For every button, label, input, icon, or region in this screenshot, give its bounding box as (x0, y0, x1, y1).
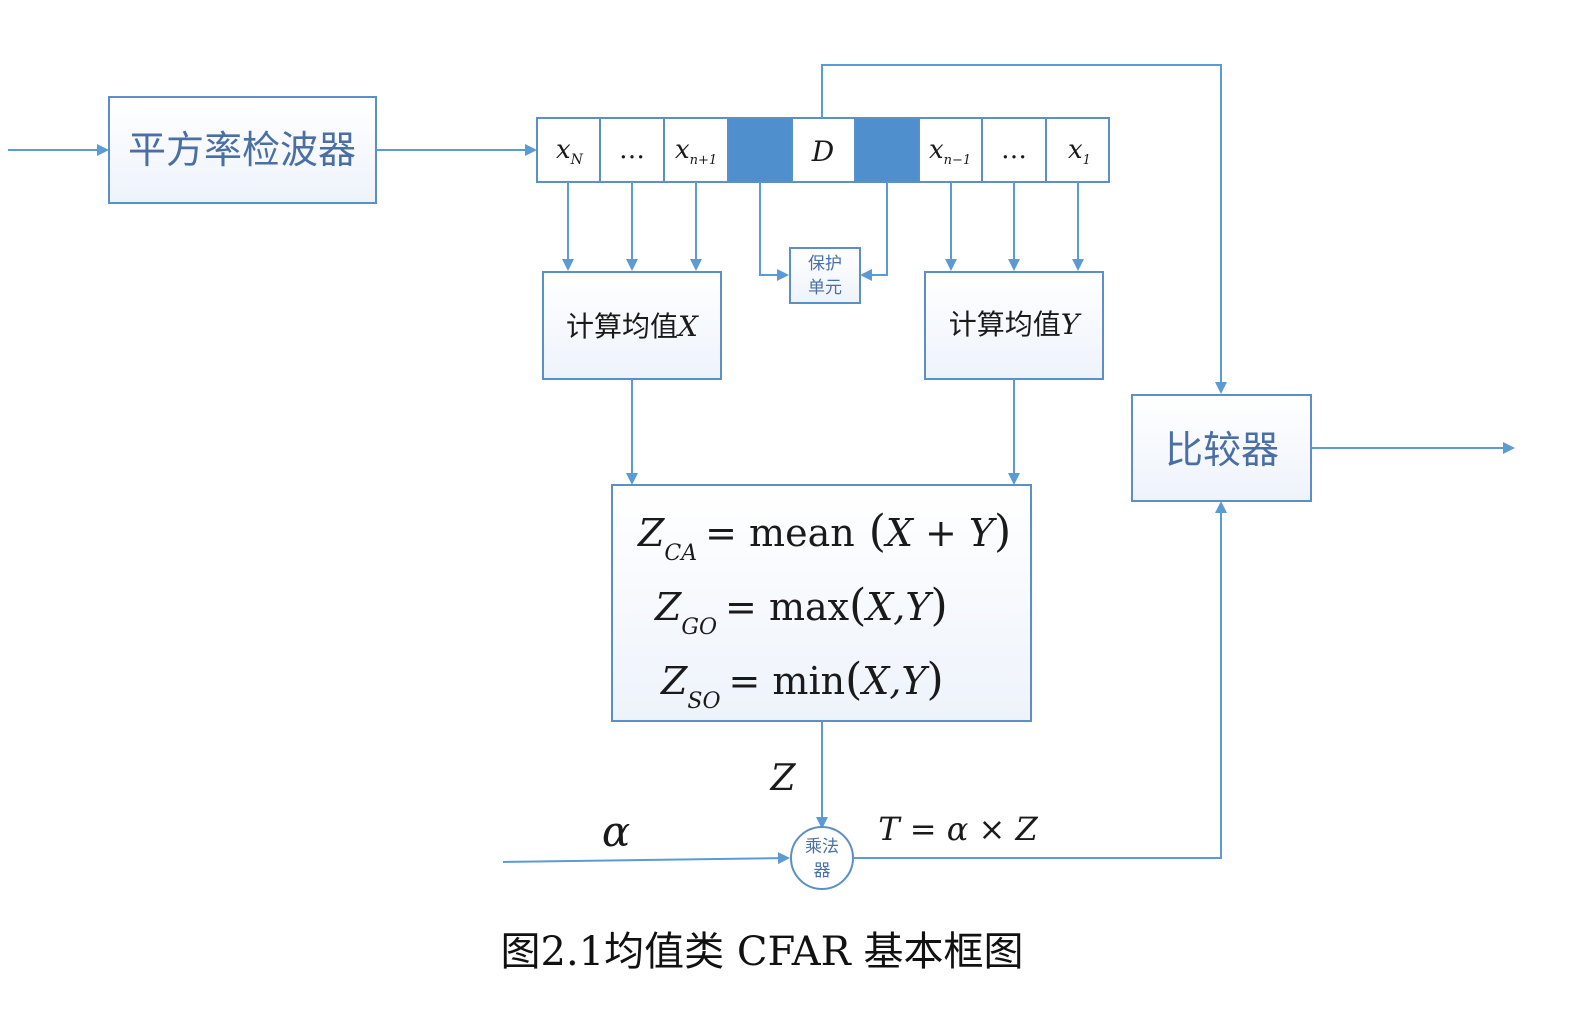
guard-right-arrow (860, 182, 888, 281)
threshold-formula-box: ZCA= mean (X + Y) ZGO= max(X,Y) ZSO= min… (611, 484, 1032, 722)
guard-label-line2: 单元 (808, 278, 842, 298)
z-label: Z (769, 758, 796, 799)
multiplier-label-line1: 乘法 (805, 837, 839, 857)
guard-cell-box: 保护 单元 (789, 247, 861, 304)
multiplier-label-line2: 器 (814, 861, 831, 881)
mean-x-box: 计算均值X (542, 271, 722, 380)
guard-left-arrow (759, 182, 789, 281)
mean-y-box: 计算均值Y (924, 271, 1104, 380)
cell-under-test-label: D (811, 135, 834, 168)
detector-label: 平方率检波器 (128, 128, 356, 172)
cell-xn1-left (663, 117, 729, 183)
guard-cell-right (854, 117, 920, 183)
mean-y-label: 计算均值Y (949, 308, 1082, 341)
guard-label-line1: 保护 (808, 254, 842, 274)
cell-x1-label: x1 (1068, 135, 1091, 168)
alpha-label: α (602, 807, 630, 856)
alpha-input-arrow (502, 852, 790, 865)
comparator-label: 比较器 (1165, 428, 1279, 472)
formula-so: ZSO= min(X,Y) (660, 654, 944, 714)
threshold-to-comparator-arrow (853, 501, 1227, 859)
formula-ca: ZCA= mean (X + Y) (637, 506, 1011, 566)
threshold-label: T = α × Z (878, 810, 1038, 848)
cell-dots-right (981, 117, 1047, 183)
square-law-detector-box: 平方率检波器 (108, 96, 377, 204)
cell-under-test-to-comparator-arrow (821, 64, 1227, 394)
cell-xN-label: xN (556, 135, 584, 168)
guard-cell-left (727, 117, 793, 183)
cell-x1 (1045, 117, 1110, 183)
reference-window: xN … xn+1 D xn−1 … x1 (536, 117, 1110, 183)
cell-xn1-right-label: xn−1 (929, 135, 971, 168)
cell-dots-left-label: … (619, 135, 645, 165)
cell-dots-left (599, 117, 665, 183)
comparator-box: 比较器 (1131, 394, 1312, 502)
cell-dots-right-label: … (1001, 135, 1027, 165)
formula-go: ZGO= max(X,Y) (654, 580, 948, 640)
cell-under-test (791, 117, 856, 183)
figure-caption: 图2.1均值类 CFAR 基本框图 (501, 929, 1024, 975)
mean-x-label: 计算均值X (566, 310, 699, 343)
multiplier-node: 乘法 器 (790, 826, 854, 890)
cell-xn1-left-label: xn+1 (675, 135, 717, 168)
